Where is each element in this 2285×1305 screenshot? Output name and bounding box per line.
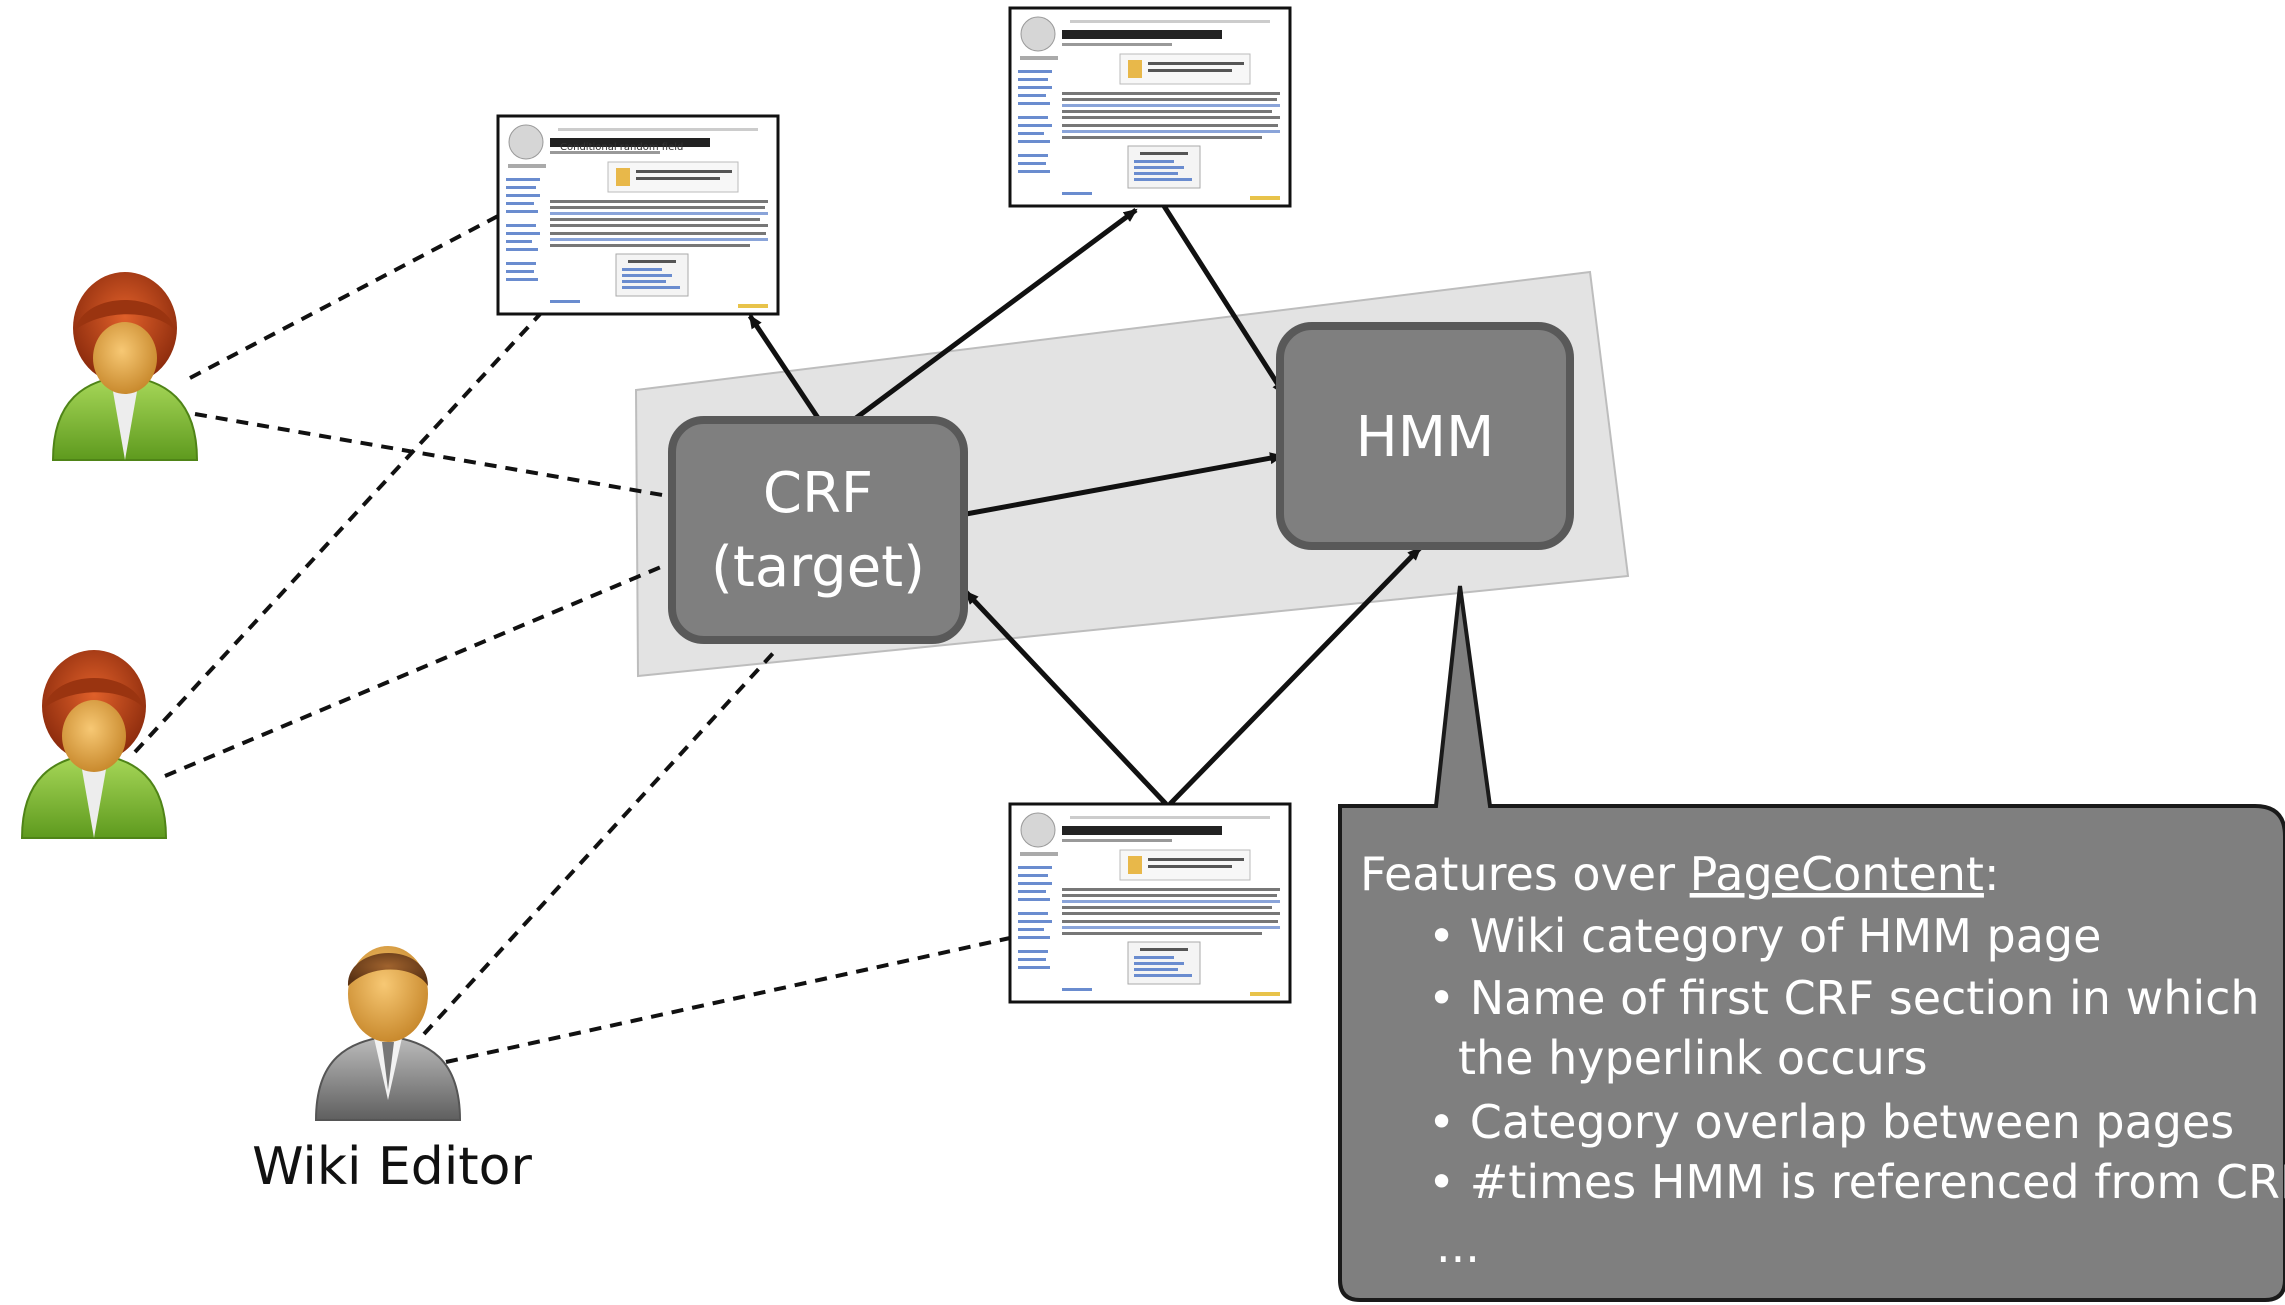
callout-item: • #times HMM is referenced from CRF (1428, 1155, 2285, 1209)
edge-editor-page3 (445, 936, 1011, 1064)
link-edges (747, 204, 1422, 806)
hmm-node: HMM (1276, 322, 1574, 550)
user-page-edges (133, 214, 1011, 1064)
edge-user2-crf (164, 562, 669, 778)
edge-crf-page1 (747, 314, 821, 420)
crf-node-sublabel: (target) (711, 535, 925, 600)
edge-crf-page2 (854, 207, 1138, 421)
callout-ellipsis: ... (1436, 1219, 1480, 1273)
wiki-page-thumbnail (1008, 6, 1292, 208)
callout-item-continuation: the hyperlink occurs (1458, 1031, 1928, 1085)
wiki-editor-label: Wiki Editor (252, 1137, 532, 1197)
user-avatar (20, 650, 168, 839)
callout-heading: Features over PageContent: (1360, 847, 1999, 901)
hmm-node-label: HMM (1356, 405, 1495, 470)
wiki-page-thumbnail (1008, 802, 1292, 1004)
edge-editor-crf (422, 648, 778, 1036)
crf-node-label: CRF (763, 461, 873, 526)
callout-item: • Name of first CRF section in which (1428, 971, 2260, 1025)
edge-page3-crf (964, 590, 1168, 806)
edge-page3-hmm (1168, 546, 1422, 806)
edge-page2-hmm (1161, 204, 1287, 396)
callout-item: • Category overlap between pages (1428, 1095, 2234, 1149)
edge-user2-page1 (133, 310, 544, 754)
edge-user1-page1 (189, 214, 499, 380)
editor-avatar (314, 946, 462, 1121)
crf-node: CRF (target) (668, 416, 968, 644)
edge-crf-hmm (965, 452, 1284, 517)
user-avatar (51, 272, 199, 461)
features-callout: Features over PageContent: • Wiki catego… (1338, 585, 2285, 1302)
edge-user1-crf (194, 412, 669, 498)
callout-item: • Wiki category of HMM page (1428, 909, 2101, 963)
wiki-page-title: Conditional random field (560, 142, 683, 153)
